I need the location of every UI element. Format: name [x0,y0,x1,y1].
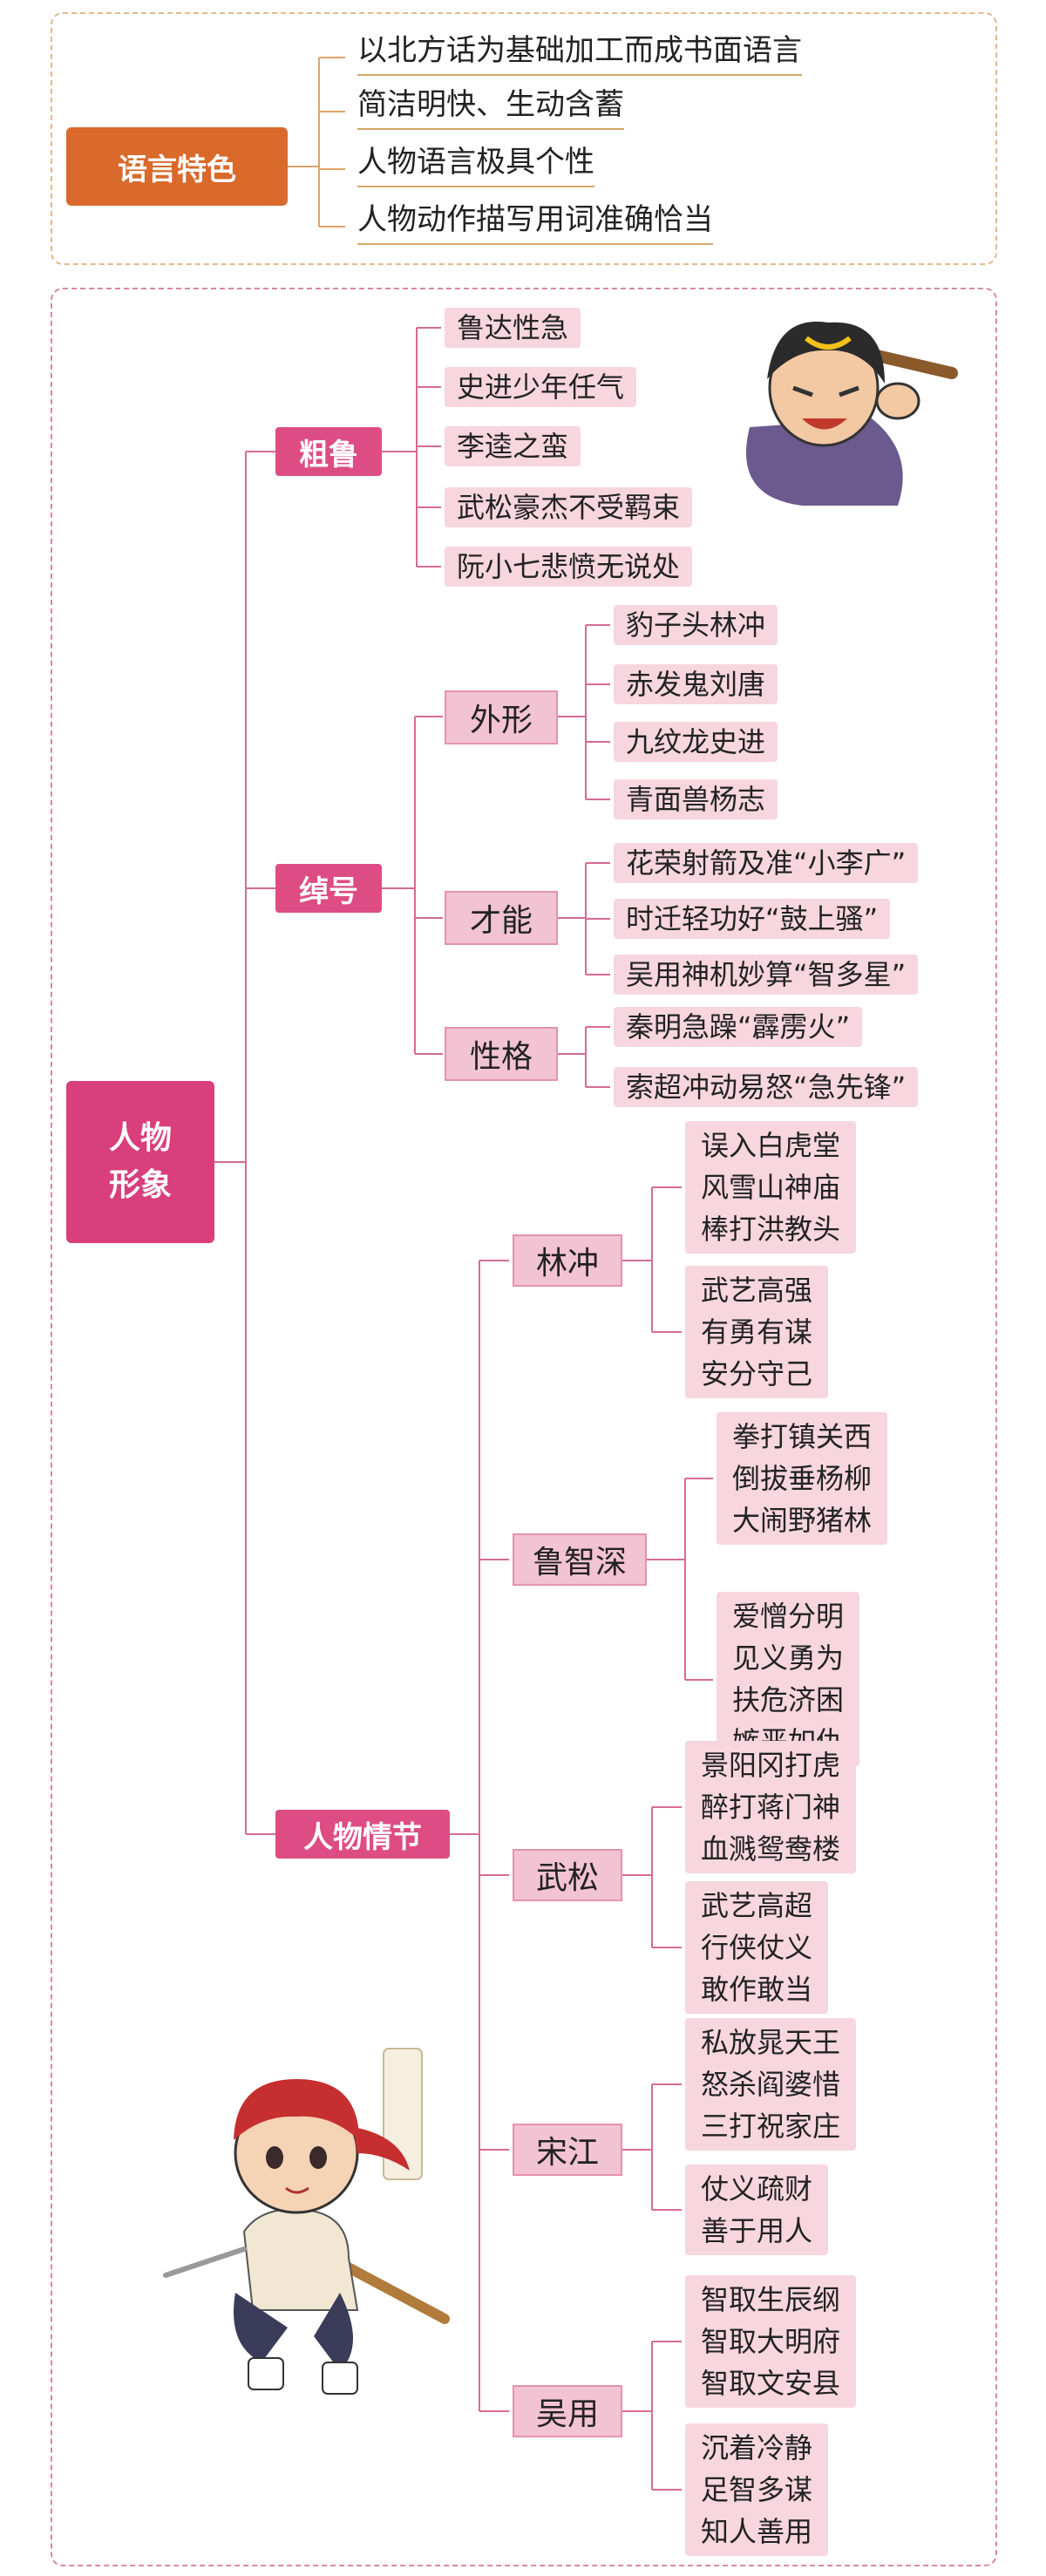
language-section-frame [51,12,997,265]
linchong-trait-3: 安分守己 [701,1357,813,1390]
songjiang-plot-2: 怒杀阎婆惜 [701,2068,841,2101]
crude-category: 粗鲁 [275,427,382,476]
language-item-1: 以北方话为基础加工而成书面语言 [357,26,802,76]
talent-item-3: 吴用神机妙算“智多星” [614,955,919,995]
crude-item-2: 史进少年任气 [445,367,637,407]
language-features-node: 语言特色 [66,127,288,206]
crude-item-4: 武松豪杰不受羁束 [445,487,693,527]
language-item-2: 简洁明快、生动含蓄 [357,80,624,130]
cartoon-hero-illustration [163,2048,450,2395]
language-features-label: 语言特色 [118,152,236,187]
character-luzhishen: 鲁智深 [513,1533,647,1586]
talent-item-2: 时迁轻功好“鼓上骚” [614,899,891,939]
appearance-item-4: 青面兽杨志 [614,779,778,819]
luzhishen-trait-2: 见义勇为 [732,1641,845,1675]
songjiang-trait-2: 善于用人 [701,2214,813,2247]
wusong-plot-3: 血溅鸳鸯楼 [701,1832,841,1866]
personality-item-1: 秦明急躁“霹雳火” [614,1007,863,1047]
songjiang-plot-3: 三打祝家庄 [701,2110,841,2143]
cartoon-warrior-illustration [746,321,958,506]
luzhishen-trait-1: 爱憎分明 [732,1600,845,1633]
wuyong-plot-3: 智取文安县 [701,2367,841,2400]
wusong-traits: 武艺高超 行侠仗义 敢作敢当 [685,1881,829,2014]
personality-subcategory: 性格 [445,1027,558,1081]
character-songjiang: 宋江 [513,2124,622,2176]
linchong-traits: 武艺高强 有勇有谋 安分守己 [685,1266,829,1398]
wusong-trait-2: 行侠仗义 [701,1931,813,1964]
character-linchong: 林冲 [513,1234,622,1287]
nickname-category: 绰号 [275,864,382,913]
root-label-line2: 形象 [108,1167,172,1203]
plot-category: 人物情节 [275,1810,450,1859]
linchong-plots: 误入白虎堂 风雪山神庙 棒打洪教头 [685,1121,857,1254]
personality-item-2: 索超冲动易怒“急先锋” [614,1067,919,1107]
wuyong-trait-1: 沉着冷静 [701,2431,813,2464]
luzhishen-plots: 拳打镇关西 倒拔垂杨柳 大闹野猪林 [717,1412,888,1545]
appearance-item-1: 豹子头林冲 [614,605,778,645]
linchong-trait-2: 有勇有谋 [701,1315,813,1349]
luzhishen-traits: 爱憎分明 见义勇为 扶危济困 嫉恶如仇 [717,1592,860,1766]
crude-item-5: 阮小七悲愤无说处 [445,547,693,587]
character-wusong: 武松 [513,1849,622,1901]
wuyong-trait-3: 知人善用 [701,2515,813,2548]
luzhishen-plot-2: 倒拔垂杨柳 [732,1462,873,1495]
wusong-plots: 景阳冈打虎 醉打蒋门神 血溅鸳鸯楼 [685,1741,857,1873]
songjiang-plot-1: 私放晁天王 [701,2026,841,2059]
character-image-root-node: 人物形象 [66,1081,214,1243]
wusong-trait-1: 武艺高超 [701,1889,813,1922]
songjiang-traits: 仗义疏财 善于用人 [685,2165,829,2255]
songjiang-trait-1: 仗义疏财 [701,2172,813,2206]
character-section-frame [51,288,997,2566]
wuyong-plot-2: 智取大明府 [701,2325,841,2358]
wusong-plot-2: 醉打蒋门神 [701,1791,841,1824]
luzhishen-plot-3: 大闹野猪林 [732,1504,873,1537]
wuyong-plots: 智取生辰纲 智取大明府 智取文安县 [685,2275,857,2408]
luzhishen-plot-1: 拳打镇关西 [732,1420,873,1453]
wuyong-traits: 沉着冷静 足智多谋 知人善用 [685,2423,829,2556]
root-label-line1: 人物 [108,1120,172,1156]
wusong-plot-1: 景阳冈打虎 [701,1749,841,1782]
luzhishen-trait-3: 扶危济困 [732,1683,845,1716]
crude-item-1: 鲁达性急 [445,308,581,348]
wuyong-plot-1: 智取生辰纲 [701,2283,841,2316]
talent-item-1: 花荣射箭及准“小李广” [614,843,919,883]
character-wuyong: 吴用 [513,2385,622,2437]
language-item-4: 人物动作描写用词准确恰当 [357,195,713,245]
wuyong-trait-2: 足智多谋 [701,2473,813,2506]
crude-item-3: 李逵之蛮 [445,426,581,466]
appearance-item-3: 九纹龙史进 [614,722,778,762]
language-item-3: 人物语言极具个性 [357,138,594,187]
linchong-plot-3: 棒打洪教头 [701,1213,841,1246]
linchong-trait-1: 武艺高强 [701,1274,813,1307]
appearance-item-2: 赤发鬼刘唐 [614,664,778,704]
linchong-plot-1: 误入白虎堂 [701,1129,841,1162]
appearance-subcategory: 外形 [445,690,558,744]
linchong-plot-2: 风雪山神庙 [701,1171,841,1204]
wusong-trait-3: 敢作敢当 [701,1973,813,2006]
talent-subcategory: 才能 [445,891,558,945]
songjiang-plots: 私放晁天王 怒杀阎婆惜 三打祝家庄 [685,2018,857,2151]
